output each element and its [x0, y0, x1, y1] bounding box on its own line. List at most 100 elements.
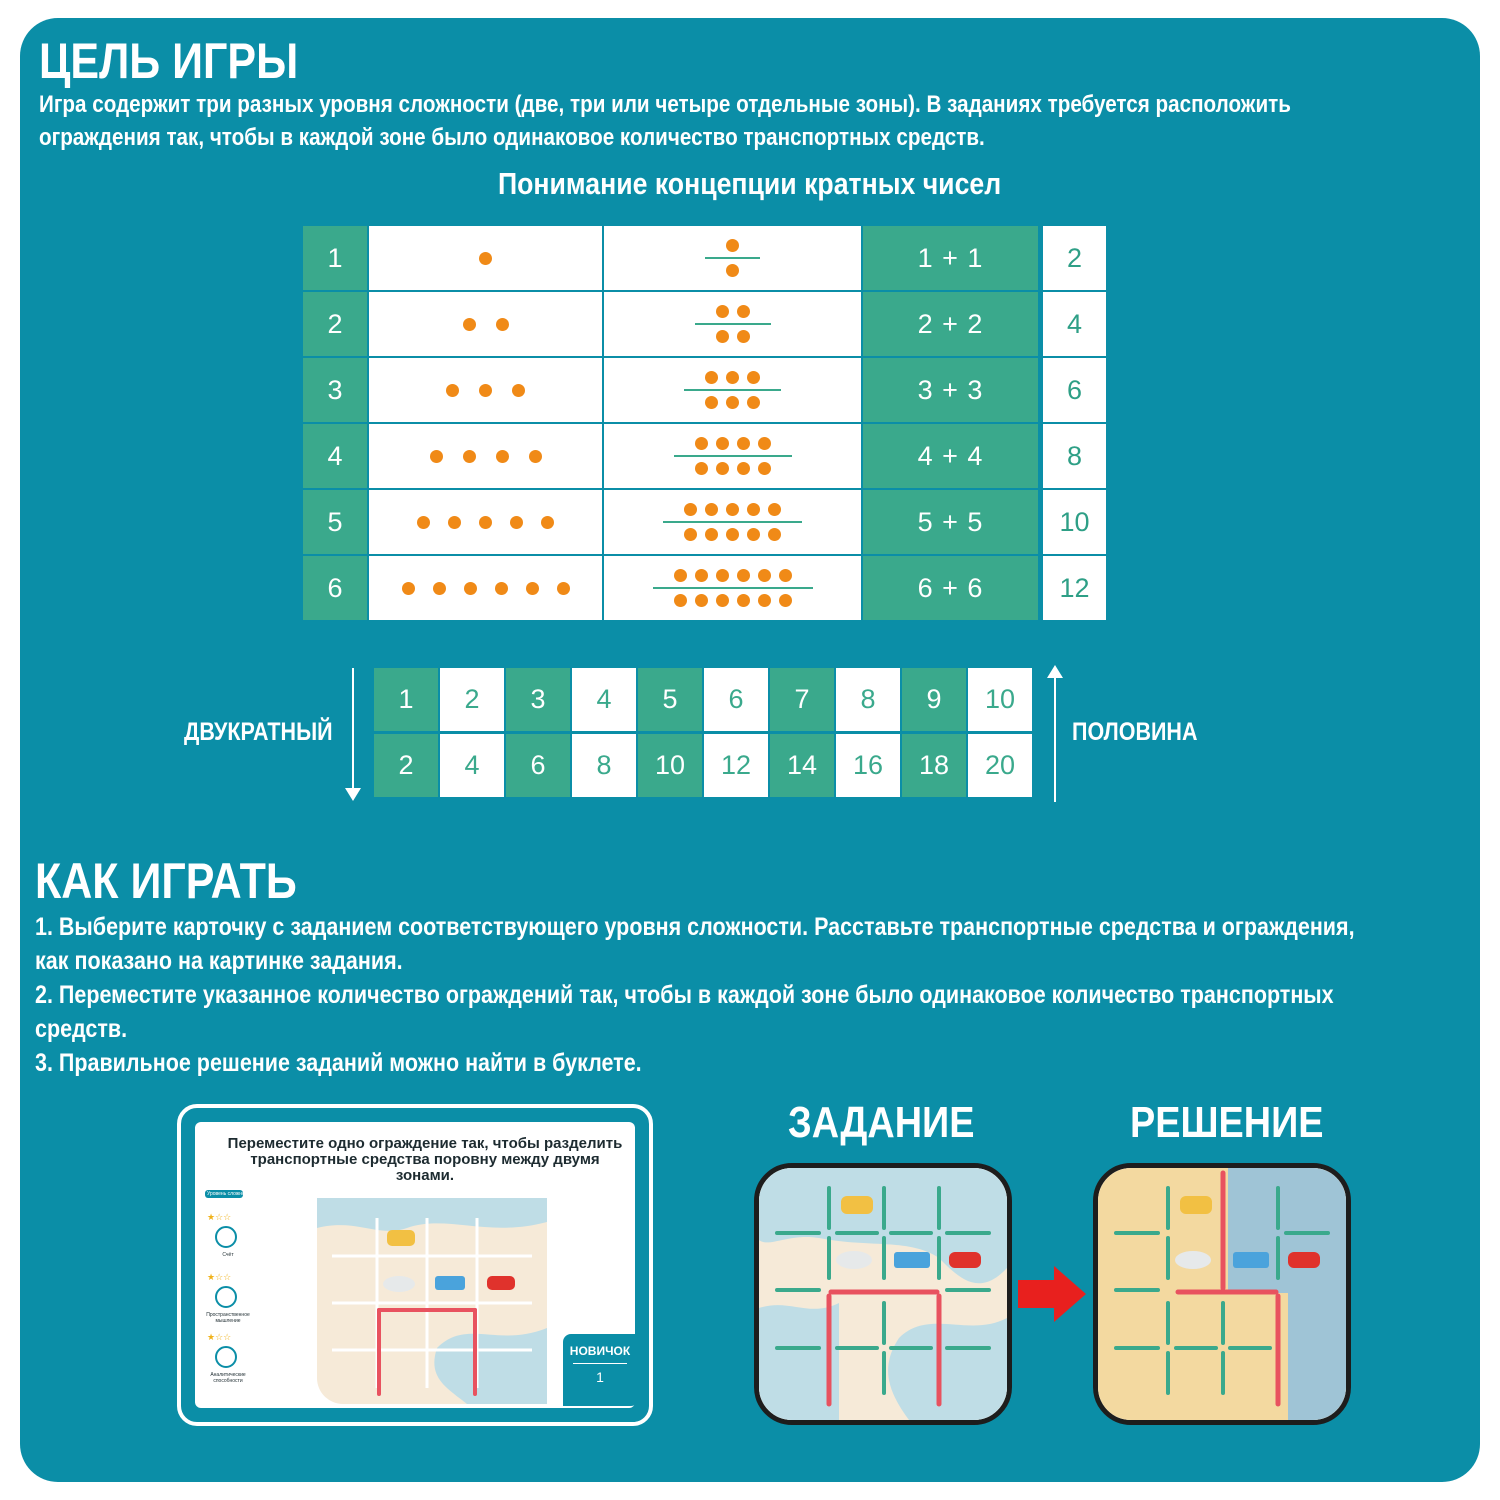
double-cell: 4 [440, 734, 504, 797]
arrow-right-icon [1018, 1266, 1086, 1322]
dot [778, 569, 792, 582]
star-icon: ★☆☆ [207, 1332, 232, 1342]
dice-icon [215, 1226, 237, 1248]
half-dots-cell [604, 490, 861, 554]
dot [757, 594, 771, 607]
row-number: 1 [303, 226, 367, 290]
double-cell: 2 [374, 734, 438, 797]
task-board-graphic [759, 1168, 1007, 1420]
dot [401, 581, 415, 595]
dot [694, 437, 708, 450]
level-label: НОВИЧОК [569, 1344, 631, 1358]
number-cell: 10 [968, 668, 1032, 731]
howto-line-1: 1. Выберите карточку с заданием соответс… [35, 913, 1355, 941]
row-number: 2 [303, 292, 367, 356]
dot [726, 528, 739, 541]
task-card-inner: Переместите одно ограждение так, чтобы р… [195, 1122, 635, 1408]
divider-line [684, 389, 781, 391]
dot [736, 330, 750, 343]
howto-line-3: 2. Переместите указанное количество огра… [35, 981, 1334, 1009]
arrow-up-icon [1047, 665, 1063, 678]
car-icon [487, 1276, 515, 1290]
dot [479, 515, 492, 529]
double-cell: 12 [704, 734, 768, 797]
dot [429, 449, 443, 463]
number-cell: 6 [704, 668, 768, 731]
dot [768, 503, 781, 516]
divider-line [652, 587, 813, 589]
difficulty-tag: Уровень сложности [205, 1190, 243, 1198]
dots-cell [369, 490, 602, 554]
dot [494, 581, 508, 595]
dot [736, 305, 750, 318]
star-icon: ★☆☆ [207, 1272, 232, 1282]
half-dots-cell [604, 358, 861, 422]
divider-line [663, 521, 802, 523]
dot [715, 330, 729, 343]
goal-text-line-2: ограждения так, чтобы в каждой зоне было… [39, 124, 985, 151]
dot [684, 503, 697, 516]
dot [510, 515, 523, 529]
solution-board-graphic [1098, 1168, 1346, 1420]
number-cell: 5 [638, 668, 702, 731]
concept-title: Понимание концепции кратных чисел [498, 166, 1002, 201]
dot [768, 528, 781, 541]
boat-icon [435, 1276, 465, 1290]
divider-line [673, 455, 792, 457]
dot [462, 449, 476, 463]
task-card-board [317, 1198, 547, 1404]
dots-cell [369, 226, 602, 290]
cloud-car-icon [383, 1276, 415, 1292]
sum-expression: 6 + 6 [863, 556, 1038, 620]
arrow-down-icon [345, 788, 361, 801]
dot [673, 569, 687, 582]
goal-title: ЦЕЛЬ ИГРЫ [39, 33, 299, 89]
dot [512, 383, 525, 397]
dots-cell [369, 292, 602, 356]
row-number: 6 [303, 556, 367, 620]
dot [684, 528, 697, 541]
goal-text: Игра содержит три разных уровня сложност… [39, 88, 1415, 154]
half-dots-cell [604, 424, 861, 488]
sum-result: 4 [1043, 292, 1106, 356]
dot [715, 462, 729, 475]
task-card-title-line-1: Переместите одно ограждение так, чтобы р… [227, 1135, 623, 1152]
dot [694, 594, 708, 607]
level-badge: НОВИЧОК 1 [563, 1334, 637, 1406]
number-cell: 1 [374, 668, 438, 731]
sum-result: 10 [1043, 490, 1106, 554]
howto-text: 1. Выберите карточку с заданием соответс… [35, 910, 1480, 1080]
double-label: ДВУКРАТНЫЙ [184, 718, 333, 746]
goal-text-line-1: Игра содержит три разных уровня сложност… [39, 91, 1291, 118]
dots-cell [369, 358, 602, 422]
sum-expression: 2 + 2 [863, 292, 1038, 356]
solution-label: РЕШЕНИЕ [1130, 1098, 1324, 1147]
dot [705, 528, 718, 541]
dot [528, 449, 542, 463]
arrow-up-line [1054, 674, 1056, 802]
dot [446, 383, 459, 397]
dot [705, 396, 718, 409]
dot [715, 305, 729, 318]
dot [673, 594, 687, 607]
sum-expression: 1 + 1 [863, 226, 1038, 290]
row-number: 3 [303, 358, 367, 422]
howto-line-4: средств. [35, 1015, 128, 1043]
task-card-title: Переместите одно ограждение так, чтобы р… [225, 1136, 625, 1184]
dot [757, 437, 771, 450]
number-cell: 2 [440, 668, 504, 731]
dot [495, 317, 509, 331]
dot [715, 437, 729, 450]
star-icon: ★☆☆ [207, 1212, 232, 1222]
half-dots-cell [604, 292, 861, 356]
dot [462, 317, 476, 331]
dots-cell [369, 424, 602, 488]
dot [726, 371, 739, 384]
dot [736, 462, 750, 475]
half-label: ПОЛОВИНА [1072, 718, 1198, 746]
half-dots-cell [604, 226, 861, 290]
row-number: 5 [303, 490, 367, 554]
task-card-sidebar: Уровень сложности ★☆☆ Счёт ★☆☆ Пространс… [205, 1190, 251, 1390]
dot [694, 569, 708, 582]
number-cell: 7 [770, 668, 834, 731]
